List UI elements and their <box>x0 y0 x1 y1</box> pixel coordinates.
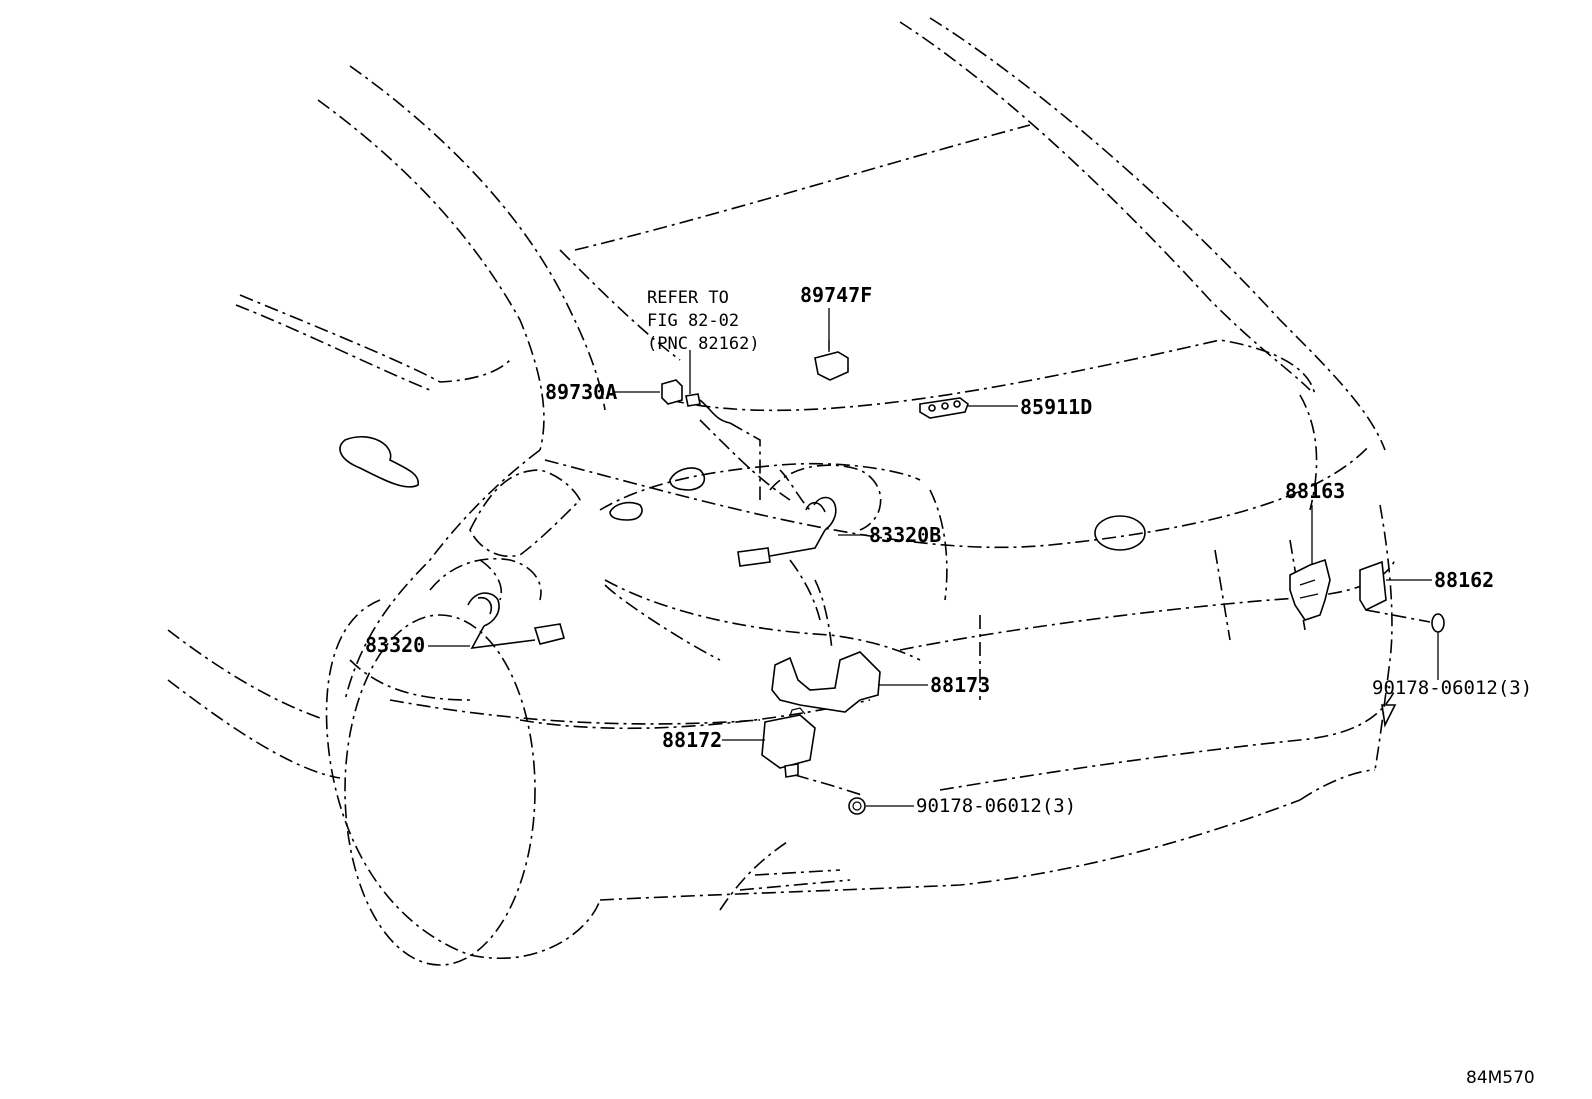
part-88172-icon <box>722 707 863 796</box>
callout-88173: 88173 <box>930 673 990 697</box>
reference-note-line-2: FIG 82-02 <box>647 311 739 331</box>
part-89747f-icon <box>814 308 849 381</box>
part-88173-icon <box>771 651 928 713</box>
reference-note: REFER TO FIG 82-02 (PNC 82162) <box>647 288 760 354</box>
part-90178-right-icon <box>1431 613 1445 680</box>
callout-85911d: 85911D <box>1020 395 1092 419</box>
part-89730a-icon <box>612 350 731 424</box>
reference-note-line-1: REFER TO <box>647 288 729 308</box>
figure-code: 84M570 <box>1466 1068 1535 1088</box>
callout-88162: 88162 <box>1434 568 1494 592</box>
reference-note-line-3: (PNC 82162) <box>647 334 760 354</box>
part-83320-icon <box>428 592 565 649</box>
callout-83320b: 83320B <box>869 523 941 547</box>
part-88162-icon <box>1359 560 1432 623</box>
callout-89730a: 89730A <box>545 380 617 404</box>
callout-90178-bottom: 90178-06012(3) <box>916 795 1076 817</box>
part-88163-icon <box>1289 505 1331 621</box>
part-83320b-icon <box>737 496 867 567</box>
callout-90178-right: 90178-06012(3) <box>1372 677 1532 699</box>
callout-83320: 83320 <box>365 633 425 657</box>
callout-88172: 88172 <box>662 728 722 752</box>
car-body-outline <box>167 17 1397 966</box>
callout-89747f: 89747F <box>800 283 872 307</box>
part-90178-bottom-icon <box>848 797 914 815</box>
part-85911d-icon <box>919 397 1018 419</box>
callout-88163: 88163 <box>1285 479 1345 503</box>
